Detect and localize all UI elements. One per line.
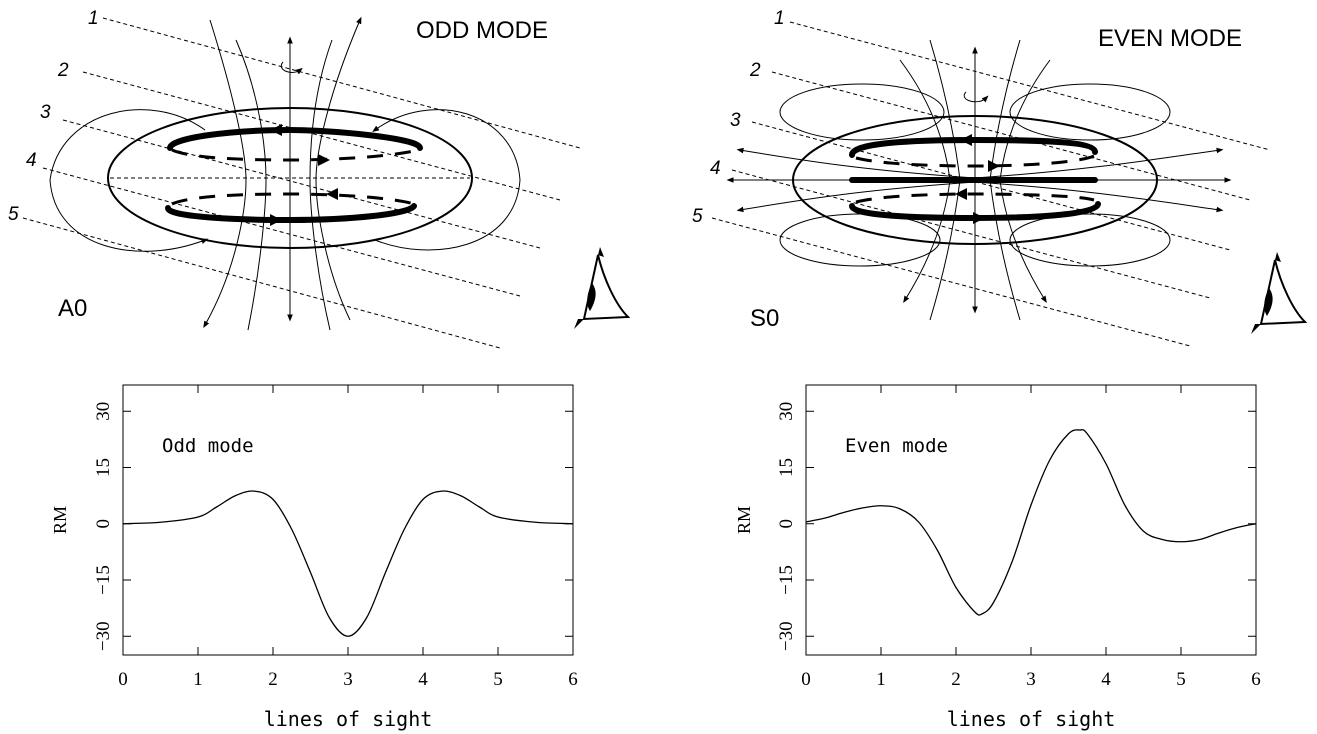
los-number-4: 4 [26, 150, 37, 171]
x-tick-label: 6 [1251, 669, 1261, 690]
x-tick-label: 3 [1026, 669, 1036, 690]
x-tick-label: 6 [568, 669, 578, 690]
field-line [203, 19, 247, 329]
y-tick-label: 15 [93, 458, 114, 477]
los-number-3: 3 [40, 102, 51, 123]
y-tick-label: 30 [93, 402, 114, 421]
line-of-sight-4 [42, 167, 521, 297]
los-number-1: 1 [88, 8, 99, 29]
even-mode-rm-plot: 0 1 2 3 4 5 6 30 15 0 −15 −30 Even mode lines of si… [734, 384, 1261, 731]
odd-mode-label: A0 [58, 295, 87, 322]
loop-arrow [326, 188, 338, 200]
plot-frame [122, 384, 574, 656]
odd-mode-title: ODD MODE [416, 17, 548, 44]
field-loop-lower-right [1009, 213, 1171, 267]
x-tick-label: 2 [951, 669, 961, 690]
line-of-sight-1 [789, 21, 1271, 151]
loop-arrow [960, 134, 972, 146]
x-tick-label: 2 [268, 669, 278, 690]
loop-arrow [318, 154, 330, 166]
upper-current-loop-back [855, 154, 1095, 168]
y-tick-label: −30 [776, 621, 797, 651]
field-loop-upper-right [1009, 83, 1171, 141]
y-tick-label: 15 [776, 458, 797, 477]
plot-series [122, 490, 574, 637]
plot-annotation: Even mode [845, 435, 948, 457]
line-of-sight-5 [711, 217, 1191, 347]
x-tick-label: 3 [343, 669, 353, 690]
x-tick-label: 1 [193, 669, 203, 690]
field-line [974, 181, 1224, 213]
line-of-sight-5 [22, 217, 501, 349]
y-tick-label: 0 [93, 519, 114, 529]
plot-ticks [122, 385, 574, 655]
odd-mode-diagram: 1 2 3 4 5 ODD MODE [8, 8, 631, 349]
x-tick-label: 0 [118, 669, 128, 690]
line-of-sight-4 [731, 169, 1211, 299]
rotation-arrow [963, 91, 989, 103]
los-number-5: 5 [692, 206, 703, 227]
y-tick-label: 30 [776, 402, 797, 421]
y-tick-label: 0 [776, 519, 797, 529]
field-loop-upper-left [779, 83, 945, 141]
lower-current-loop-back [855, 192, 1095, 204]
x-axis-label: lines of sight [264, 707, 433, 731]
los-number-3: 3 [730, 110, 741, 131]
field-loop-right [372, 109, 521, 251]
odd-mode-rm-plot: 0 1 2 3 4 5 6 30 15 0 −15 −30 Odd mode lines of sig… [50, 384, 578, 731]
upper-current-loop [849, 136, 1098, 158]
field-loop-left [49, 109, 209, 252]
field-line [235, 39, 267, 331]
plot-tick-labels: 0 1 2 3 4 5 6 30 15 0 −15 −30 [776, 402, 1261, 690]
loop-arrow [988, 160, 1000, 172]
x-axis-label: lines of sight [947, 707, 1116, 731]
plot-tick-labels: 0 1 2 3 4 5 6 30 15 0 −15 −30 [93, 402, 578, 690]
lower-current-loop [165, 203, 417, 224]
los-number-2: 2 [57, 60, 69, 81]
field-line [736, 147, 976, 179]
line-of-sight-2 [771, 71, 1251, 201]
even-mode-diagram: 1 2 3 4 5 [692, 8, 1308, 347]
observer-eye-icon [1251, 252, 1308, 334]
loop-arrow [955, 188, 967, 200]
plot-ticks [805, 385, 1257, 655]
y-tick-label: −15 [93, 565, 114, 595]
upper-current-loop [167, 126, 423, 151]
x-tick-label: 5 [1176, 669, 1186, 690]
y-axis-label: RM [50, 506, 70, 534]
y-tick-label: −30 [93, 621, 114, 651]
rm-series-line [122, 490, 574, 637]
los-number-1: 1 [774, 8, 785, 29]
loop-arrow [270, 124, 282, 136]
x-tick-label: 4 [1101, 669, 1111, 690]
field-line [309, 39, 333, 331]
observer-eye-icon [574, 247, 631, 329]
x-tick-label: 5 [493, 669, 503, 690]
field-line [736, 181, 976, 213]
x-tick-label: 4 [418, 669, 428, 690]
field-line [315, 16, 362, 321]
plot-frame [805, 384, 1257, 656]
upper-current-loop-back [171, 148, 419, 162]
x-tick-label: 0 [801, 669, 811, 690]
y-tick-label: −15 [776, 565, 797, 595]
los-number-2: 2 [749, 60, 761, 81]
field-line [974, 147, 1224, 179]
line-of-sight-1 [102, 17, 581, 149]
line-of-sight-3 [62, 119, 541, 249]
even-mode-title: EVEN MODE [1098, 25, 1242, 52]
rotation-arrow [280, 61, 303, 75]
loop-arrow [973, 212, 985, 224]
even-mode-label: S0 [750, 305, 779, 332]
y-axis-label: RM [734, 506, 754, 534]
lower-current-loop-back [171, 192, 415, 206]
los-number-4: 4 [710, 158, 721, 179]
x-tick-label: 1 [876, 669, 886, 690]
plot-series [805, 429, 1257, 616]
plot-annotation: Odd mode [162, 435, 254, 457]
los-number-5: 5 [8, 204, 19, 225]
loop-arrow [270, 214, 282, 226]
rm-series-line [805, 429, 1257, 616]
